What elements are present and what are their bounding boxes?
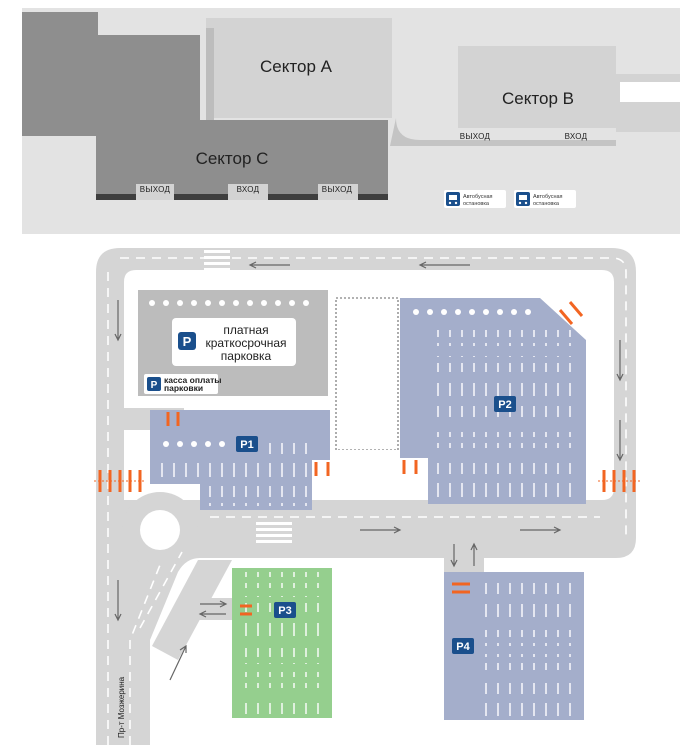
barrier-east-entrance [598, 470, 640, 492]
p2-lot [400, 298, 586, 504]
barrier-p1-exit [314, 462, 330, 476]
p1-lot [150, 410, 330, 510]
short-term-line2: краткосрочная [205, 336, 286, 350]
barrier-p4-entry [452, 582, 470, 594]
crosswalks [204, 250, 292, 543]
p3-spur [184, 598, 236, 620]
parking-zone-p2: P2 [400, 298, 586, 504]
p1-badge[interactable] [236, 436, 258, 452]
sector-b-exit-label: ВЫХОД [460, 132, 491, 141]
barrier-p1-entry [166, 412, 180, 426]
building-dark-left [22, 12, 98, 136]
parking-icon [178, 332, 196, 350]
central-plaza [335, 297, 399, 451]
street-label: Пр-т Мозжерина [117, 676, 126, 738]
direction-arrows [114, 261, 624, 681]
p3-label: P3 [278, 605, 291, 617]
parking-zone-p4: P4 [444, 572, 584, 720]
p4-label: P4 [456, 641, 470, 653]
sector-c-label: Сектор С [196, 149, 269, 168]
short-term-sign[interactable]: P платная краткосрочная парковка [172, 318, 296, 366]
sector-c-entrance-label: ВХОД [237, 185, 260, 194]
bus-stop-2-line2: остановка [533, 201, 560, 207]
bus-stop-1-line2: остановка [463, 201, 490, 207]
terminal-area: Сектор А Сектор В Сектор С ВЫХОД ВХОД ВЫ… [22, 8, 680, 234]
bus-stop-2[interactable]: Автобусная остановка [514, 190, 576, 208]
road-network [96, 248, 636, 745]
pay-station-icon-letter: P [151, 380, 158, 391]
pay-station-line2: парковки [164, 383, 203, 393]
short-term-parking: P платная краткосрочная парковка P касса… [138, 290, 328, 396]
p1-label: P1 [240, 439, 253, 451]
sector-a-label: Сектор А [260, 57, 333, 76]
outer-ring-road [96, 248, 636, 745]
building-sector-a-shadow [206, 28, 214, 120]
sector-c-entrance-gate [228, 184, 268, 200]
barrier-p2-exit [402, 460, 418, 474]
p3-badge[interactable] [274, 602, 296, 618]
p4-badge[interactable] [452, 638, 474, 654]
parking-icon [147, 377, 161, 391]
barrier-west-entrance [94, 470, 146, 492]
short-term-line1: платная [223, 323, 268, 337]
parking-icon-letter: P [183, 334, 192, 349]
bus-stop-2-line1: Автобусная [533, 194, 563, 200]
pay-station-line1: касса оплаты [164, 375, 222, 385]
sector-b-label: Сектор В [502, 89, 574, 108]
sector-c-exit-right-label: ВЫХОД [322, 185, 353, 194]
building-b-wing-inner [620, 82, 680, 102]
building-sector-a [206, 18, 392, 118]
building-b-edge [390, 118, 616, 146]
central-road-gap [330, 450, 400, 500]
barrier-p2-corner [558, 301, 584, 325]
sector-c-exit-left-gate [136, 184, 174, 200]
bus-stop-1[interactable]: Автобусная остановка [444, 190, 506, 208]
parking-zone-p3: P3 [232, 568, 332, 718]
sector-b-entrance-label: ВХОД [565, 132, 588, 141]
p2-badge[interactable] [494, 396, 516, 412]
road-to-p4 [444, 530, 484, 574]
building-sector-b [458, 46, 616, 128]
disabled-spaces-row [149, 300, 309, 306]
sector-c-exit-right-gate [318, 184, 358, 200]
barrier-p3-entry [240, 604, 252, 616]
p3-lot [232, 568, 332, 718]
barriers [94, 301, 640, 616]
roundabout-island [140, 510, 180, 550]
building-sector-c [96, 35, 388, 200]
parking-zone-p1: P1 [150, 410, 330, 510]
bus-stop-1-line1: Автобусная [463, 194, 493, 200]
pay-station-sign[interactable]: P касса оплаты парковки [144, 374, 222, 394]
short-term-line3: парковка [221, 349, 272, 363]
p2-label: P2 [498, 399, 511, 411]
sector-c-exit-left-label: ВЫХОД [140, 185, 171, 194]
lane-markings [107, 257, 627, 745]
